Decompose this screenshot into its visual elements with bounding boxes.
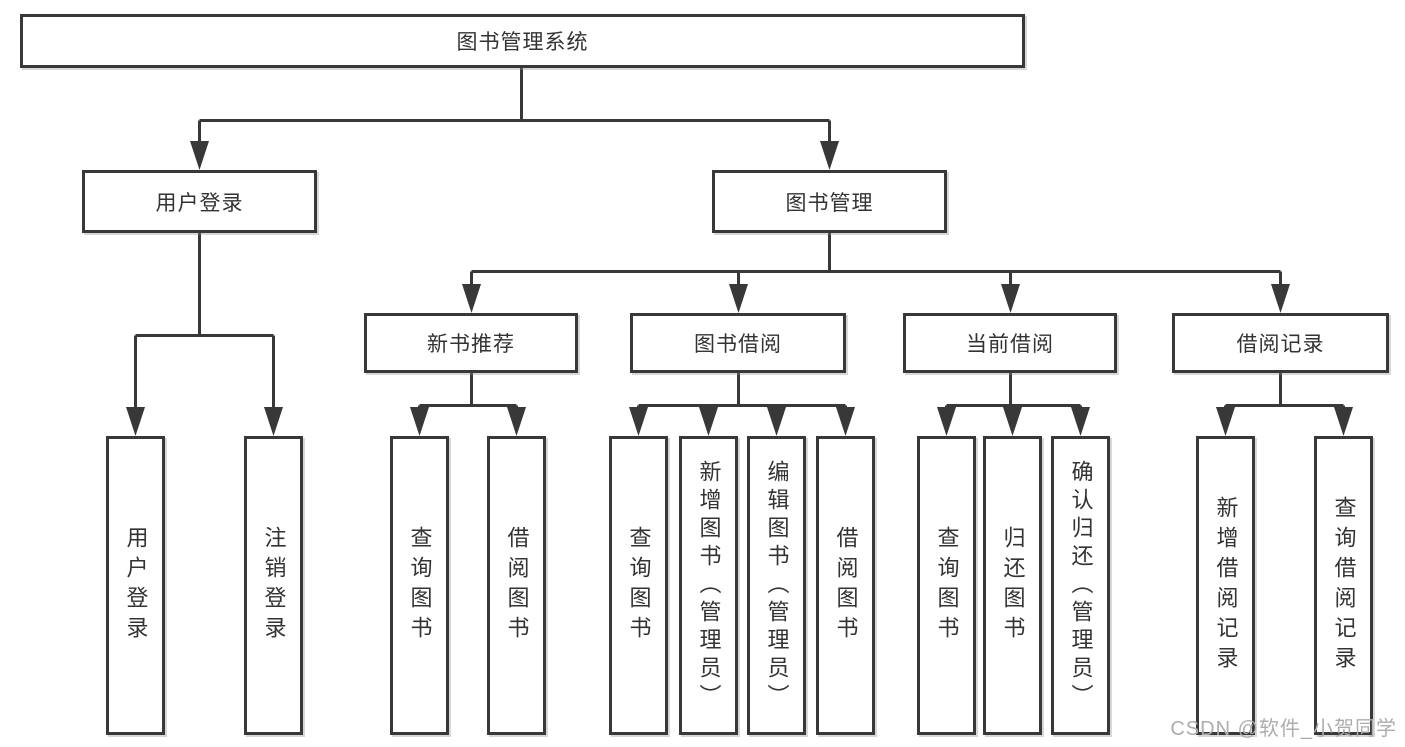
node-user-login: 用户登录 xyxy=(82,170,317,233)
node-new-book-recommend-label: 新书推荐 xyxy=(427,333,515,356)
node-book-borrowing-label: 图书借阅 xyxy=(694,333,782,356)
node-current-borrowing-label: 当前借阅 xyxy=(966,333,1054,356)
node-leaf-user-login-label: 用户登录 xyxy=(123,525,149,646)
node-borrowing-records: 借阅记录 xyxy=(1172,313,1389,373)
node-leaf-borrow-books-2: 借阅图书 xyxy=(816,436,875,735)
node-leaf-borrow-books-2-label: 借阅图书 xyxy=(833,525,859,646)
node-leaf-edit-book-admin-label: 编辑图书（管理员） xyxy=(764,459,790,712)
node-root-label: 图书管理系统 xyxy=(456,31,589,54)
node-new-book-recommend: 新书推荐 xyxy=(364,313,578,373)
node-root: 图书管理系统 xyxy=(20,14,1025,68)
node-leaf-user-login: 用户登录 xyxy=(106,436,165,735)
node-leaf-logout-label: 注销登录 xyxy=(261,525,287,646)
node-user-login-label: 用户登录 xyxy=(155,191,244,215)
node-book-management: 图书管理 xyxy=(712,170,947,233)
node-leaf-add-book-admin: 新增图书（管理员） xyxy=(679,436,738,735)
node-leaf-borrow-books-1-label: 借阅图书 xyxy=(504,525,530,646)
node-leaf-query-books-3: 查询图书 xyxy=(917,436,976,735)
csdn-watermark: CSDN @软件_小贺同学 xyxy=(1170,718,1397,740)
node-leaf-confirm-return-admin-label: 确认归还（管理员） xyxy=(1068,459,1094,712)
node-book-borrowing: 图书借阅 xyxy=(630,313,846,373)
node-leaf-query-books-1: 查询图书 xyxy=(390,436,449,735)
node-book-management-label: 图书管理 xyxy=(785,191,874,215)
node-leaf-return-books-label: 归还图书 xyxy=(1000,525,1026,646)
node-leaf-return-books: 归还图书 xyxy=(983,436,1042,735)
node-leaf-add-borrow-record-label: 新增借阅记录 xyxy=(1213,495,1239,676)
node-leaf-query-books-3-label: 查询图书 xyxy=(934,525,960,646)
node-leaf-query-books-2-label: 查询图书 xyxy=(626,525,652,646)
node-leaf-query-borrow-record: 查询借阅记录 xyxy=(1314,436,1373,735)
edge-lines xyxy=(134,68,1345,409)
node-leaf-logout: 注销登录 xyxy=(244,436,303,735)
node-borrowing-records-label: 借阅记录 xyxy=(1236,333,1325,356)
node-leaf-query-borrow-record-label: 查询借阅记录 xyxy=(1331,495,1357,676)
node-leaf-query-books-1-label: 查询图书 xyxy=(407,525,433,646)
arrowheads xyxy=(126,141,1353,436)
node-leaf-edit-book-admin: 编辑图书（管理员） xyxy=(747,436,806,735)
node-leaf-query-books-2: 查询图书 xyxy=(609,436,668,735)
node-leaf-borrow-books-1: 借阅图书 xyxy=(487,436,546,735)
node-current-borrowing: 当前借阅 xyxy=(903,313,1117,373)
node-leaf-confirm-return-admin: 确认归还（管理员） xyxy=(1051,436,1110,735)
node-leaf-add-borrow-record: 新增借阅记录 xyxy=(1196,436,1255,735)
node-leaf-add-book-admin-label: 新增图书（管理员） xyxy=(696,459,722,712)
